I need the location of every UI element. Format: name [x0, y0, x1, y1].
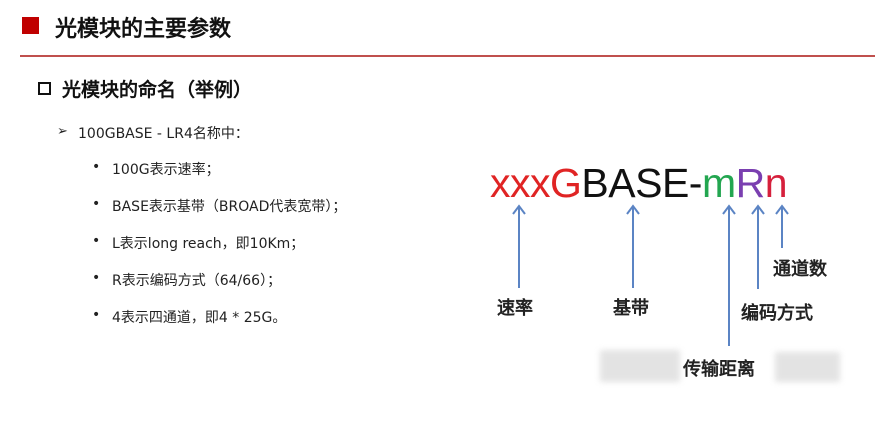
- arrow-up-icon-channels: [775, 204, 789, 248]
- arrow-up-icon-baseband: [626, 204, 640, 288]
- blurred-watermark: [775, 352, 840, 382]
- bullet-dot-icon: •: [92, 233, 101, 249]
- channels-part: n: [764, 160, 788, 206]
- encoding-part: R: [735, 160, 766, 206]
- base-part: BASE-: [581, 160, 702, 206]
- title-marker: [22, 17, 39, 34]
- square-bullet-icon: [38, 82, 51, 95]
- rate-part: xxxG: [490, 160, 582, 206]
- label-channels: 通道数: [773, 259, 827, 280]
- bullet-dot-icon: •: [92, 196, 101, 212]
- bullet-dot-icon: •: [92, 270, 101, 286]
- arrow-bullet-icon: ➢: [57, 124, 68, 139]
- title-divider: [20, 55, 875, 57]
- bullet-item: R表示编码方式（64/66）；: [112, 273, 282, 289]
- distance-part: m: [701, 160, 736, 206]
- arrow-up-icon-distance: [722, 204, 736, 346]
- naming-format: xxxGBASE-mRn: [490, 160, 788, 207]
- arrow-up-icon-rate: [512, 204, 526, 288]
- bullet-item: BASE表示基带（BROAD代表宽带）；: [112, 199, 347, 215]
- example-heading: 100GBASE - LR4名称中：: [78, 126, 249, 142]
- blurred-watermark: [600, 350, 680, 382]
- bullet-item: L表示long reach，即10Km；: [112, 236, 305, 252]
- label-distance: 传输距离: [683, 359, 755, 380]
- bullet-item: 4表示四通道，即4 * 25G。: [112, 310, 287, 326]
- label-encoding: 编码方式: [741, 303, 813, 324]
- bullet-dot-icon: •: [92, 307, 101, 323]
- arrow-up-icon-encoding: [751, 204, 765, 289]
- bullet-item: 100G表示速率；: [112, 162, 220, 178]
- section-title: 光模块的命名（举例）: [62, 79, 253, 101]
- page-title: 光模块的主要参数: [55, 17, 232, 42]
- label-rate: 速率: [497, 298, 533, 319]
- label-baseband: 基带: [613, 298, 649, 319]
- bullet-dot-icon: •: [92, 159, 101, 175]
